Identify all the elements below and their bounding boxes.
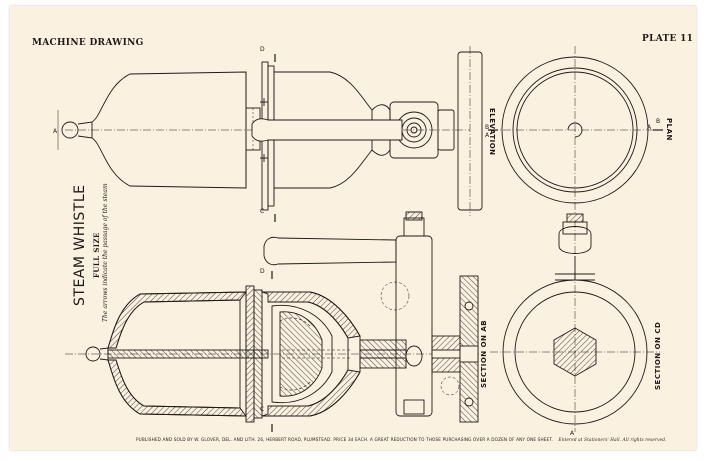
section-ab-view: [65, 211, 480, 423]
drawing-title: STEAM WHISTLE: [72, 184, 88, 306]
marker-a-elev: A: [485, 132, 490, 139]
label-section-ab: SECTION ON AB: [480, 319, 488, 388]
marker-c-top: C: [260, 208, 265, 215]
marker-c-bottom: C: [260, 406, 265, 413]
drawing-sheet: MACHINE DRAWING PLATE 11 STEAM WHISTLE F…: [10, 6, 696, 450]
marker-a-plan: A: [647, 124, 652, 131]
marker-b-plan: B: [656, 118, 661, 125]
label-section-cd: SECTION ON CD: [654, 321, 662, 390]
marker-d-top: D: [260, 46, 265, 53]
marker-d-bottom: D: [260, 268, 265, 275]
section-lever: [263, 236, 397, 266]
plan-view: [488, 46, 663, 214]
drawing-scale: FULL SIZE: [92, 232, 101, 278]
header-right: PLATE 11: [642, 34, 694, 44]
marker-a-top: A: [53, 128, 58, 135]
footer-publisher-text: PUBLISHED AND SOLD BY W. GLOVER, DEL. AN…: [136, 437, 554, 442]
elevation-end-plate: [457, 46, 483, 216]
drawing-note: The arrows indicate the passage of the s…: [102, 183, 109, 322]
marker-a-section: A: [570, 430, 575, 437]
label-plan: PLAN: [665, 118, 673, 141]
footer-rights-text: Entered at Stationers' Hall. All rights …: [558, 437, 667, 442]
elevation-view: [61, 61, 470, 211]
footer-publisher: PUBLISHED AND SOLD BY W. GLOVER, DEL. AN…: [136, 437, 667, 442]
marker-b-elev: B: [485, 124, 490, 131]
label-elevation: ELEVATION: [488, 108, 496, 156]
header-left: MACHINE DRAWING: [32, 38, 144, 48]
section-cd-view: [490, 213, 660, 432]
engineering-drawing: [57, 46, 663, 432]
